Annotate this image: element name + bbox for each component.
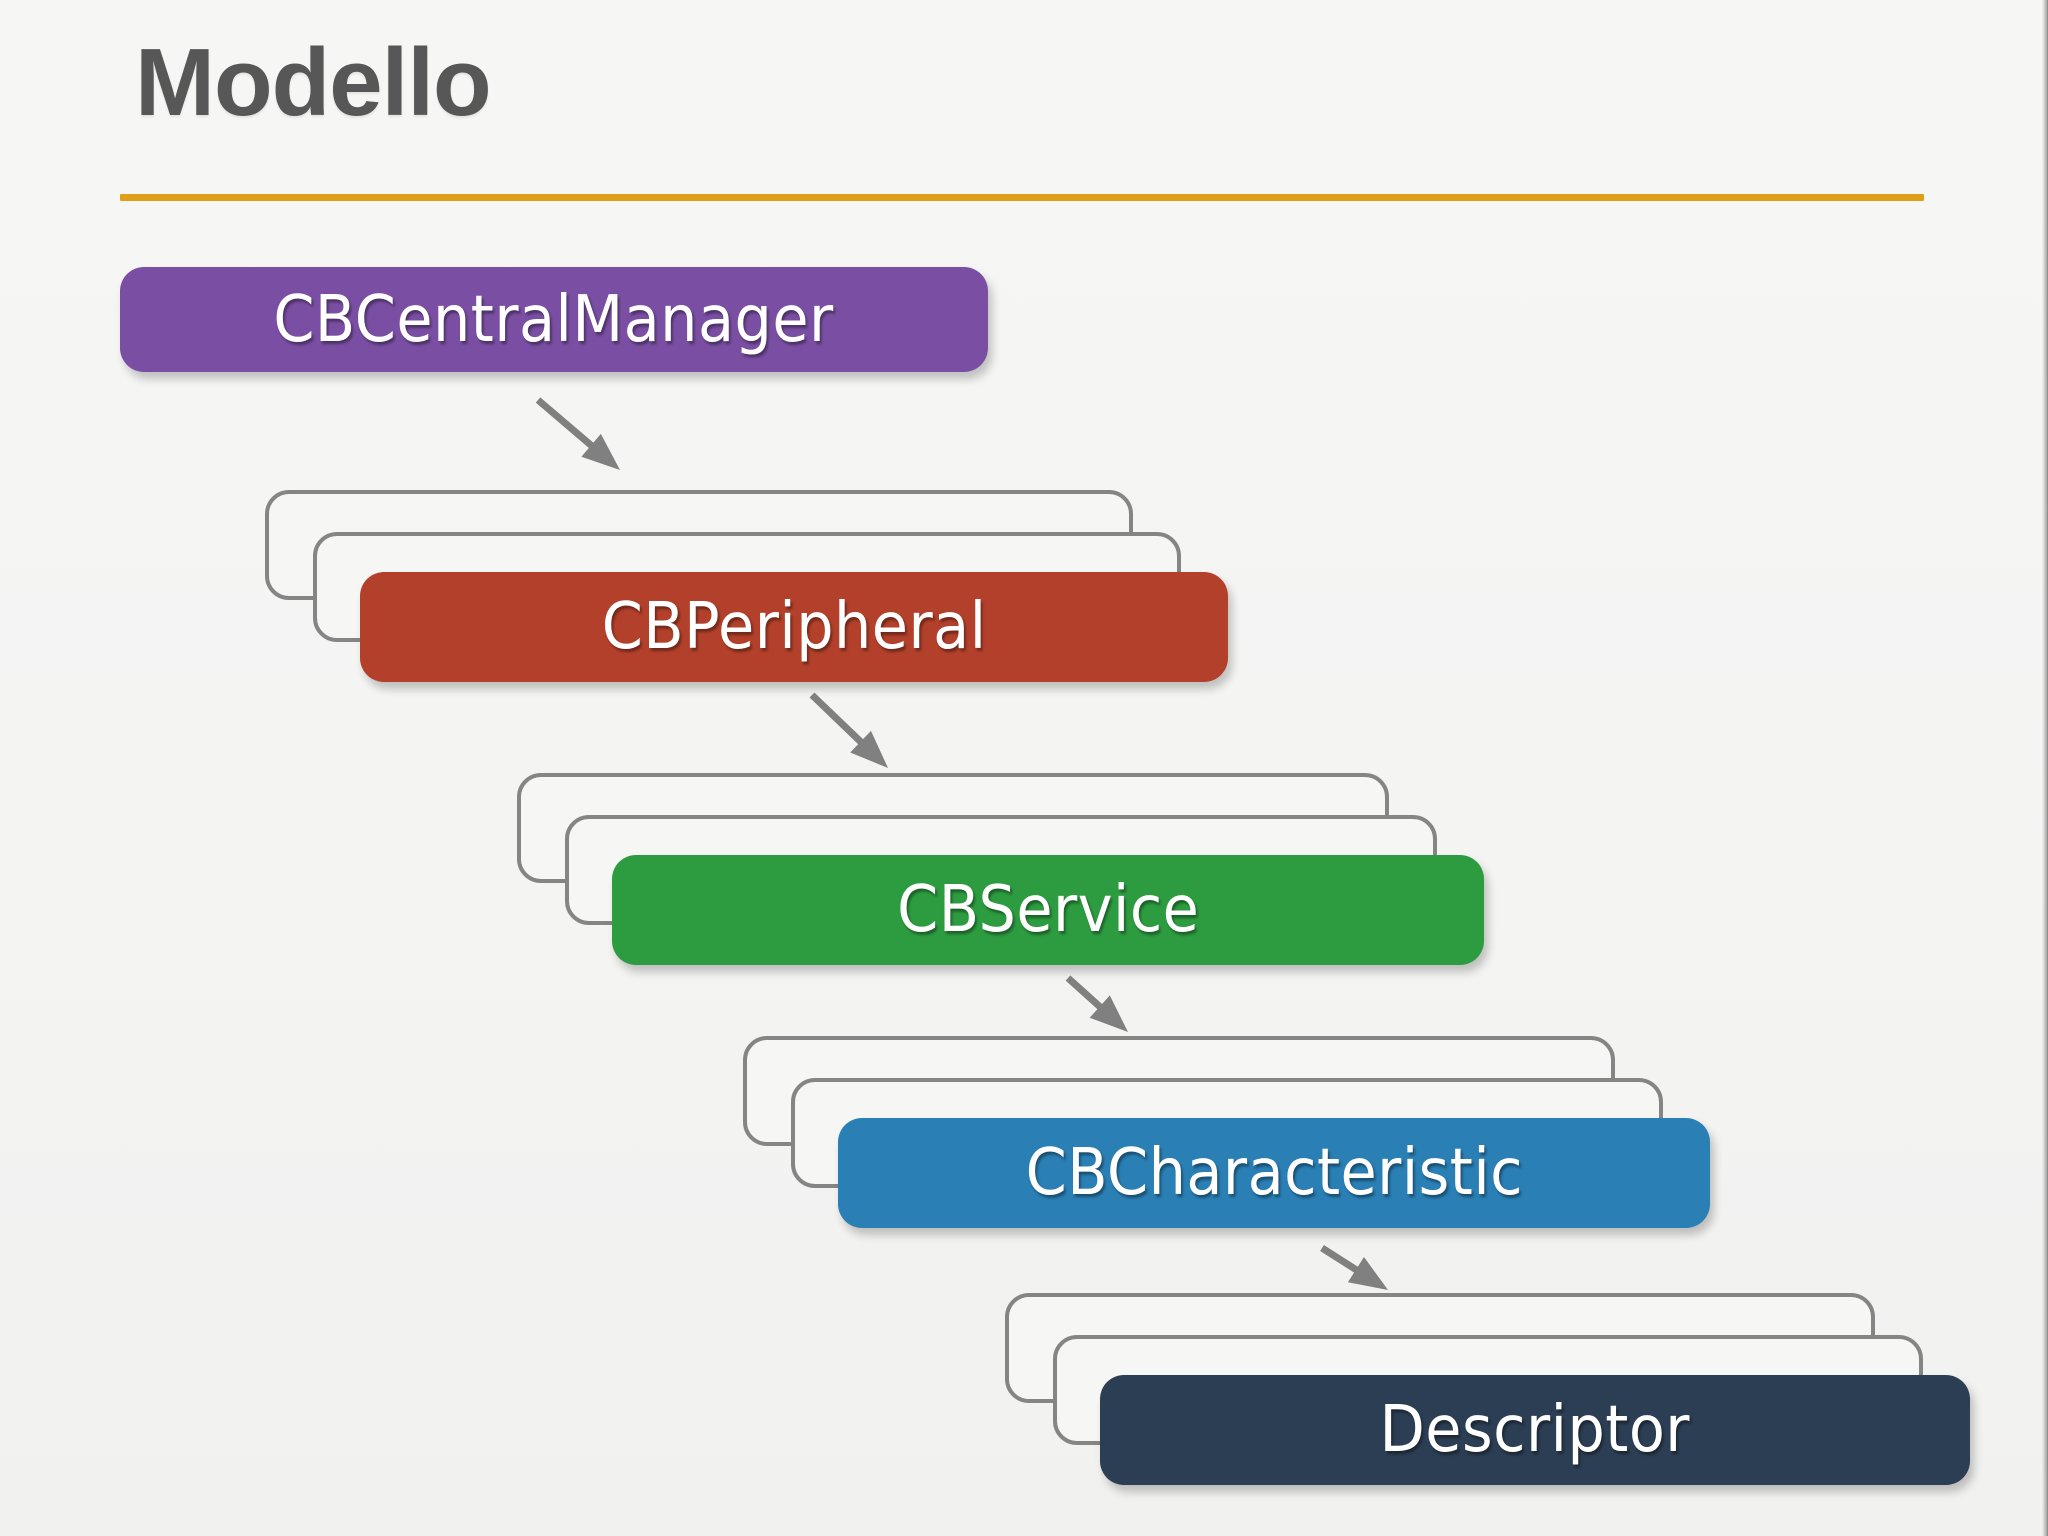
node-label-descriptor: Descriptor <box>1379 1393 1691 1467</box>
node-label-cbperipheral: CBPeripheral <box>601 590 987 664</box>
node-card-cbcentralmanager[interactable]: CBCentralManager <box>120 267 988 372</box>
slide-right-edge <box>2042 0 2048 1536</box>
node-card-cbservice[interactable]: CBService <box>612 855 1484 965</box>
node-card-cbcharacteristic[interactable]: CBCharacteristic <box>838 1118 1710 1228</box>
node-card-cbperipheral[interactable]: CBPeripheral <box>360 572 1228 682</box>
arrow-cbperipheral-to-cbservice <box>809 692 888 768</box>
arrow-cbservice-to-cbcharacteristic <box>1065 975 1128 1032</box>
arrow-cbcharacteristic-to-descriptor <box>1320 1245 1388 1290</box>
node-label-cbcharacteristic: CBCharacteristic <box>1025 1136 1523 1210</box>
node-card-descriptor[interactable]: Descriptor <box>1100 1375 1970 1485</box>
page-title: Modello <box>135 29 492 136</box>
node-label-cbcentralmanager: CBCentralManager <box>273 282 835 357</box>
arrow-cbcentralmanager-to-cbperipheral <box>535 397 620 470</box>
node-label-cbservice: CBService <box>896 873 1200 947</box>
title-divider-rule <box>120 194 1924 201</box>
